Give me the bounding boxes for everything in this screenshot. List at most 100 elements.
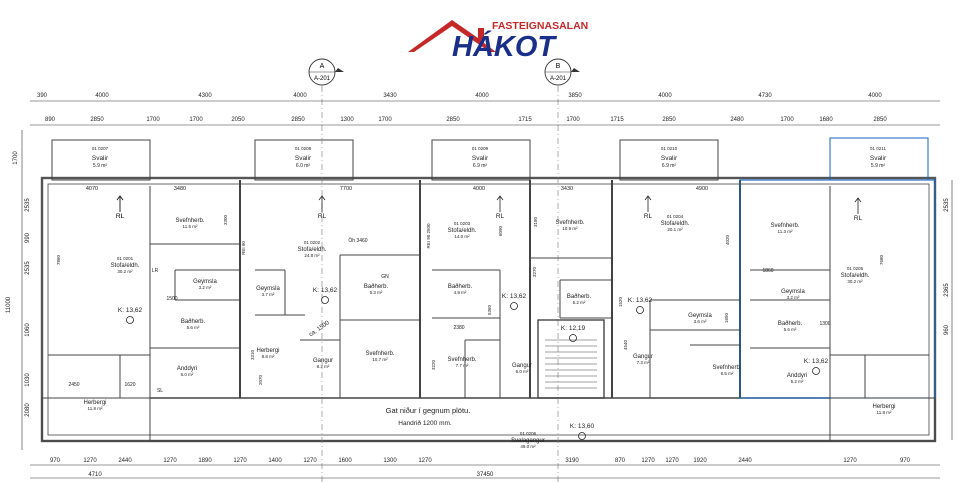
balcony-area: 5.9 m²	[93, 163, 108, 169]
left-dim-label: 2535	[25, 198, 31, 212]
room-name: Herbergi	[872, 404, 895, 410]
room-name: Herbergi	[256, 348, 279, 354]
room-name: Anddyri	[787, 373, 807, 379]
balcony-name: Svalir	[295, 155, 312, 162]
room-name: Geymsla	[193, 279, 217, 285]
balcony-code: 01 0210	[661, 146, 678, 151]
rl-arrow	[318, 195, 326, 212]
logo-graphic: FASTEIGNASALAN HÁKOT	[408, 20, 588, 63]
plan-annotation: Gat niður í gegnum plötu.	[386, 406, 471, 415]
room-name: Svefnherb.	[770, 223, 799, 229]
room-name: Gangur	[633, 354, 653, 360]
misc-labels: Gat niður í gegnum plötu.Handrið 1200 mm…	[56, 186, 884, 427]
left-dim-label: 1700	[13, 151, 19, 165]
top-dim-row2-label: 1700	[780, 117, 794, 123]
plan-annotation: 4020	[725, 234, 730, 245]
balcony-area: 6.9 m²	[662, 163, 677, 169]
bottom-dim-row1-label: 870	[615, 458, 626, 464]
top-dim-row2-label: 2850	[446, 117, 460, 123]
rl-mark: RL	[854, 215, 863, 222]
left-dim-label: 1030	[25, 373, 31, 387]
room-area: 8.2 m²	[317, 364, 330, 369]
level-marks: K: 13,62K: 13,62K: 13,62K: 12,19K: 13,62…	[118, 287, 828, 440]
plan-annotation: 2070	[258, 374, 263, 385]
right-dim-label: 2365	[944, 283, 950, 297]
room-area: 4.9 m²	[454, 290, 467, 295]
plan-annotation: 7680	[879, 254, 884, 265]
room-name: Svefnherb.	[555, 220, 584, 226]
room-area: 3.7 m²	[262, 292, 275, 297]
rl-arrow	[496, 195, 504, 212]
plan-annotation: 1620	[124, 382, 135, 388]
bottom-dim-row1-label: 1600	[338, 458, 352, 464]
top-dim-row1-label: 4000	[658, 93, 672, 99]
room-name: Herbergi	[83, 400, 106, 406]
balcony-name: Svalir	[92, 155, 109, 162]
axis-marker-b: B A-201	[544, 58, 580, 86]
room-area: 7.3 m²	[637, 360, 650, 365]
bottom-dim-row1-label: 1270	[303, 458, 317, 464]
room-code: 01 0206	[520, 431, 537, 436]
plan-annotation: GN	[381, 274, 389, 280]
plan-annotation: 3480	[174, 186, 186, 192]
bottom-dim-row2-label: 4710	[88, 472, 102, 478]
top-dim-row2-label: 1715	[610, 117, 624, 123]
room-area: 11.8 m²	[877, 410, 892, 415]
top-dim-row1-label: 4300	[198, 93, 212, 99]
room-area: 5.2 m²	[573, 300, 586, 305]
room-area: 5.6 m²	[187, 325, 200, 330]
room-area: 6.0 m²	[181, 372, 194, 377]
room-area: 10.7 m²	[372, 357, 388, 362]
room-name: Svefnherb.	[447, 357, 476, 363]
room-area: 3.2 m²	[787, 295, 800, 300]
logo-top-text: FASTEIGNASALAN	[492, 20, 588, 32]
plan-annotation: REI 90 2500	[426, 223, 431, 249]
room-name: Geymsla	[256, 286, 280, 292]
room-name: Svalagangur	[511, 438, 545, 444]
rl-arrow	[854, 197, 862, 214]
balcony-area: 6.0 m²	[296, 163, 311, 169]
rl-arrow	[116, 195, 124, 212]
top-dim-row1-label: 3850	[568, 93, 582, 99]
top-dim-row2-label: 2850	[291, 117, 305, 123]
bottom-dim-row1-label: 1270	[83, 458, 97, 464]
bottom-dim-row1-label: 1300	[383, 458, 397, 464]
top-dim-row2-label: 1700	[378, 117, 392, 123]
plan-annotation: 4000	[473, 186, 485, 192]
plan-annotation: LR	[152, 268, 159, 274]
plan-annotation: 3310	[250, 349, 255, 360]
bottom-dim-row1-label: 1270	[665, 458, 679, 464]
plan-annotation: ca. 1500	[308, 320, 331, 338]
room-area: 3.2 m²	[199, 285, 212, 290]
left-dim-label: 990	[25, 232, 31, 243]
top-dim-row1-label: 4000	[868, 93, 882, 99]
rl-mark: RL	[496, 213, 505, 220]
room-name: Stofa/eldh.	[661, 221, 690, 227]
plan-annotation: 6090	[498, 225, 503, 236]
dimension-lines	[21, 100, 953, 479]
bottom-dim-row1-label: 3190	[565, 458, 579, 464]
room-area: 11.5 m²	[183, 224, 198, 229]
company-logo: FASTEIGNASALAN HÁKOT	[400, 8, 590, 63]
level-mark-symbol	[636, 306, 644, 314]
right-dim-label: 960	[944, 324, 950, 335]
room-name: Baðherb.	[181, 318, 206, 325]
top-dim-row1-label: 3430	[383, 93, 397, 99]
bottom-dim-row2-label: 37450	[477, 472, 494, 478]
room-name: Stofa/eldh.	[448, 228, 477, 234]
plan-annotation: Öh 3460	[348, 237, 367, 244]
balcony-code: 01 0207	[92, 146, 109, 151]
axis-marker-a: A A-201	[308, 58, 344, 86]
left-dim-label: 2080	[25, 403, 31, 417]
bottom-dim-row1-label: 1400	[268, 458, 282, 464]
level-mark-symbol	[126, 316, 134, 324]
room-name: Stofa/eldh.	[111, 263, 140, 269]
rl-mark: RL	[116, 213, 125, 220]
plan-annotation: 1650	[724, 312, 729, 323]
top-dim-row2-label: 2850	[90, 117, 104, 123]
plan-annotation: 4540	[623, 339, 628, 350]
